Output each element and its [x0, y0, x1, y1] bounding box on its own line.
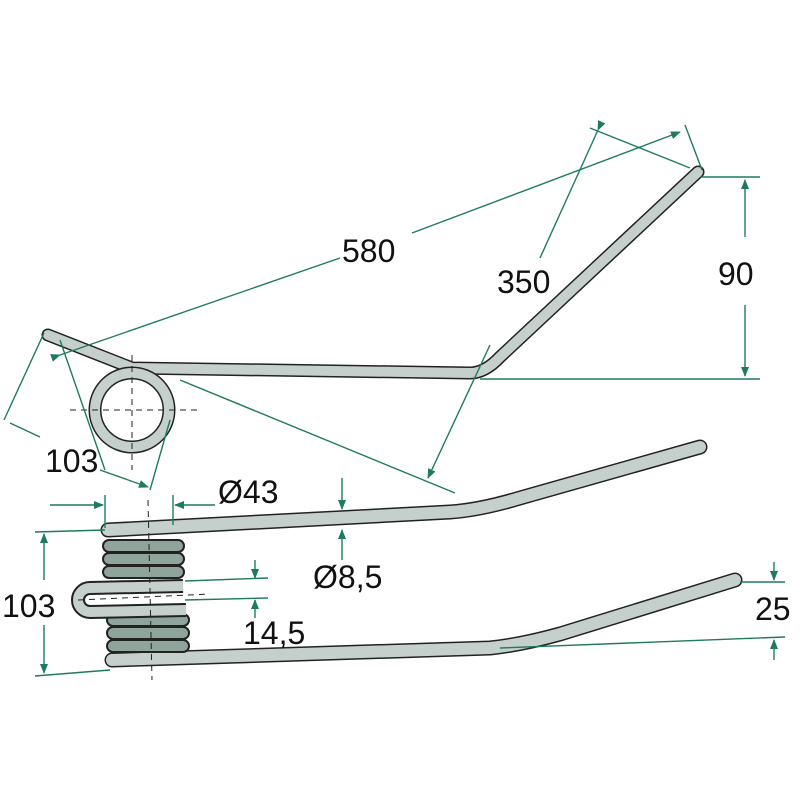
- dim-25-label: 25: [755, 591, 791, 627]
- top-view-dimensions: 580 350 90 103: [3, 120, 760, 494]
- side-view-dimensions: Ø43 Ø8,5 103 14,5 25: [2, 474, 791, 677]
- dim-diameter-43-label: Ø43: [218, 474, 278, 510]
- dim-90-label: 90: [718, 256, 754, 292]
- dim-diameter-8-5-label: Ø8,5: [313, 559, 382, 595]
- dim-14-5-label: 14,5: [243, 615, 305, 651]
- coil-windings: [102, 539, 190, 653]
- side-view-spring: [71, 439, 743, 681]
- dim-580-label: 580: [342, 233, 395, 269]
- dim-103-offset-label: 103: [45, 443, 98, 479]
- top-view-tine: [41, 165, 705, 470]
- dim-103-height-label: 103: [2, 588, 55, 624]
- dim-350-label: 350: [497, 264, 550, 300]
